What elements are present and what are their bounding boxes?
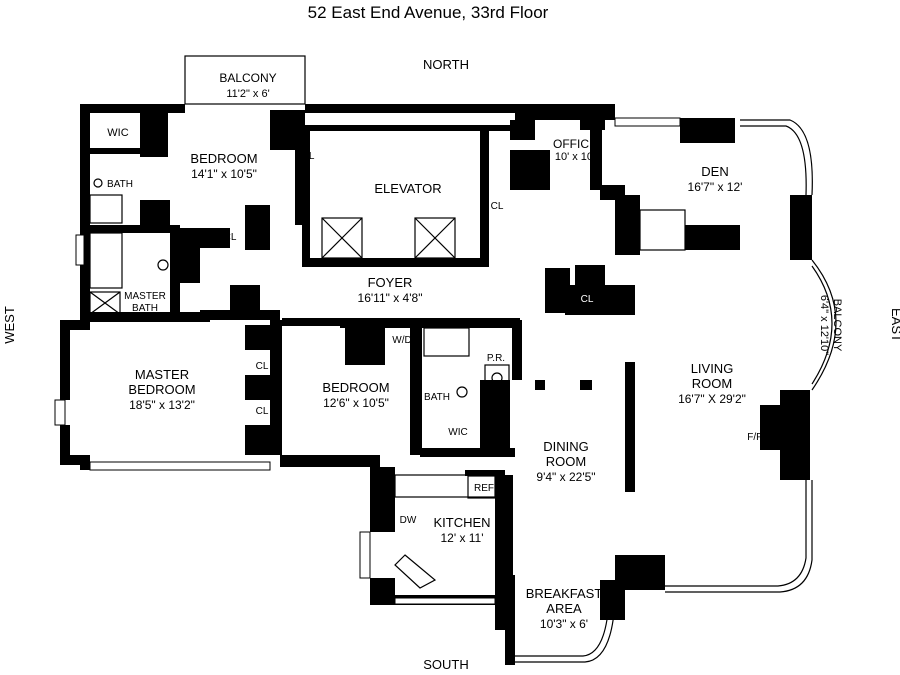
wd-label: W/D — [392, 335, 411, 346]
den-name: DEN — [701, 164, 728, 179]
closet-label: CL — [224, 232, 237, 243]
closet-label: CL — [256, 361, 269, 372]
wic-nw-label: WIC — [107, 127, 128, 139]
bedroom-north-dim: 14'1" x 10'5" — [191, 167, 257, 181]
balcony-east-name: BALCONY — [831, 299, 843, 352]
closet-label: CL — [152, 212, 165, 223]
bedroom-south-dim: 12'6" x 10'5" — [323, 396, 389, 410]
dining-room-name2: ROOM — [546, 454, 586, 469]
elevator-label: ELEVATOR — [374, 181, 441, 196]
closet-label: CL — [265, 331, 278, 342]
closet-label: CL — [152, 117, 165, 128]
bedroom-north-name: BEDROOM — [190, 151, 257, 166]
bedroom-south-name: BEDROOM — [322, 380, 389, 395]
bath-mid-label: BATH — [424, 392, 450, 403]
compass-south: SOUTH — [423, 657, 469, 672]
kitchen-name: KITCHEN — [433, 515, 490, 530]
powder-room-label: P.R. — [487, 353, 505, 364]
bath-nw-label: BATH — [107, 179, 133, 190]
balcony-north-name: BALCONY — [219, 71, 276, 85]
den-dim: 16'7" x 12' — [688, 180, 743, 194]
office-dim: 10' x 10' — [555, 151, 595, 163]
foyer-dim: 16'11" x 4'8" — [358, 291, 423, 305]
breakfast-area-name: BREAKFAST — [526, 586, 603, 601]
compass-north: NORTH — [423, 57, 469, 72]
room-labels: BALCONY 11'2" x 6' WIC BEDROOM 14'1" x 1… — [107, 71, 843, 631]
closet-label: CL — [285, 122, 298, 133]
balcony-north-dim: 11'2" x 6' — [226, 88, 269, 100]
dining-room-name: DINING — [543, 439, 589, 454]
closet-labels: CL CL CL CL CL CL CL CL CL CL CL CL CL C… — [152, 117, 594, 450]
plan-title: 52 East End Avenue, 33rd Floor — [308, 3, 549, 22]
living-room-dim: 16'7" X 29'2" — [678, 392, 746, 406]
compass-west: WEST — [2, 306, 17, 344]
closet-label: CL — [236, 293, 249, 304]
ref-label: REF — [474, 483, 494, 494]
foyer-name: FOYER — [368, 275, 413, 290]
dw-label: DW — [400, 515, 417, 526]
breakfast-area-name2: AREA — [546, 601, 582, 616]
wic-mid-label: WIC — [448, 427, 467, 438]
master-bath-name2: BATH — [132, 303, 158, 314]
compass-east: EAST — [889, 308, 900, 342]
closet-label: CL — [265, 439, 278, 450]
master-bedroom-dim: 18'5" x 13'2" — [129, 398, 195, 412]
closet-label: CL — [302, 151, 315, 162]
closet-label: CL — [185, 260, 198, 271]
closet-label: CL — [256, 406, 269, 417]
master-bedroom-name1: MASTER — [135, 367, 189, 382]
closet-label: CL — [581, 294, 594, 305]
dining-room-dim: 9'4" x 22'5" — [536, 470, 595, 484]
closet-label: CL — [491, 201, 504, 212]
closet-label: CL — [361, 344, 374, 355]
fixtures — [54, 55, 837, 663]
living-room-name2: ROOM — [692, 376, 732, 391]
walls — [60, 104, 812, 665]
closet-label: CL — [531, 169, 544, 180]
living-room-name: LIVING — [691, 361, 734, 376]
master-bath-name1: MASTER — [124, 291, 166, 302]
breakfast-area-dim: 10'3" x 6' — [540, 617, 588, 631]
kitchen-dim: 12' x 11' — [440, 531, 483, 545]
fireplace-label: F/P — [747, 432, 763, 443]
balcony-east-dim: 6'4" x 12'10" — [818, 295, 830, 355]
office-name: OFFICE — [553, 137, 597, 151]
master-bedroom-name2: BEDROOM — [128, 382, 195, 397]
closet-label: CL — [251, 214, 264, 225]
